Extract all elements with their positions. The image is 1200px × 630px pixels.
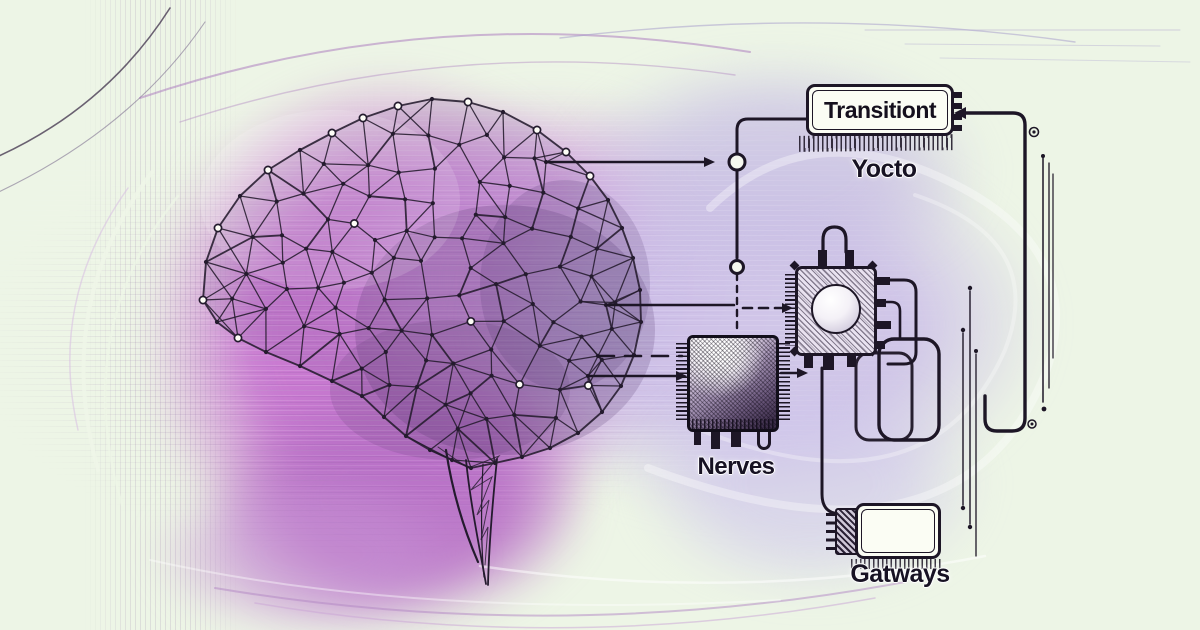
brain-network: [198, 96, 655, 586]
sphere-chip-pin-r1: [874, 277, 890, 285]
brain-mesh: [198, 96, 644, 471]
arrow-nerves-out: [797, 368, 808, 378]
sphere-chip-pin-r3: [874, 321, 891, 329]
gateways-device: [855, 503, 941, 559]
transitiont-right-pins: [953, 92, 962, 134]
target-dot-bottom: [1027, 419, 1037, 429]
trace-loop-large: [877, 337, 941, 442]
gateways-left-pins: [826, 513, 835, 551]
nerves-leg-3: [731, 430, 741, 447]
nerves-chip: [687, 335, 779, 432]
sphere-chip-pin-r2: [874, 299, 886, 307]
brain-stem: [437, 446, 501, 586]
nerves-right-pins: [779, 343, 790, 423]
sphere-ball: [811, 284, 861, 334]
yocto-caption: Yocto: [851, 155, 917, 183]
transitiont-pin-comb: [798, 134, 956, 152]
sphere-chip-pin-b3: [847, 354, 856, 367]
nerves-loop-leg: [757, 428, 771, 450]
sphere-chip-pin-b2: [823, 354, 834, 370]
gateways-caption: Gatways: [850, 560, 950, 588]
transitiont-module: Transitiont: [806, 84, 954, 136]
junction-node-mid: [729, 259, 745, 275]
sphere-chip-pin-b1: [804, 354, 813, 368]
sphere-chip: [795, 266, 877, 356]
sphere-chip-left-pins: [785, 274, 795, 346]
decor-lines: [960, 126, 1054, 557]
nerves-caption: Nerves: [697, 453, 775, 480]
junction-node-top: [727, 152, 747, 172]
gateways-pin-comb: [851, 559, 943, 569]
sphere-chip-pin-r4: [874, 341, 885, 349]
loop-wire: [821, 225, 848, 254]
wiring: [544, 107, 1027, 516]
nerves-leg-2: [711, 430, 720, 449]
sphere-chip-pin-top-2: [845, 250, 854, 268]
arrow-to-junction: [704, 157, 715, 167]
sphere-chip-pin-top-1: [818, 250, 827, 268]
brain-shading: [200, 99, 655, 468]
nerves-leg-1: [694, 430, 701, 445]
transitiont-label: Transitiont: [823, 96, 937, 123]
nerves-bottom-fringe: [692, 419, 774, 429]
trace-loop-small: [854, 351, 914, 442]
nerves-left-pins: [676, 343, 687, 423]
target-dot-top: [1028, 126, 1040, 138]
